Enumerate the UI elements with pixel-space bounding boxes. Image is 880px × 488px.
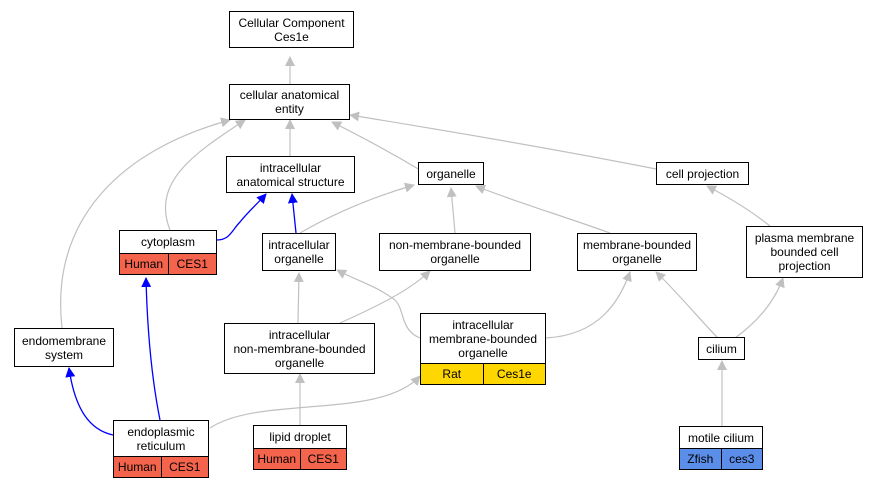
edge-cytoplasm-to-cae [164, 119, 246, 231]
node-cilium[interactable]: cilium [698, 337, 745, 360]
tag-species: Human [114, 457, 161, 477]
edge-cilium-to-pmbcp [734, 277, 785, 339]
node-non-membrane-bounded-organelle[interactable]: non-membrane-bounded organelle [379, 233, 531, 271]
tag-species: Zfish [680, 449, 721, 469]
node-label: organelle [426, 166, 476, 181]
node-intracellular-organelle[interactable]: intracellular organelle [262, 233, 336, 271]
node-cellular-anatomical-entity[interactable]: cellular anatomical entity [229, 84, 350, 120]
tag-species: Human [254, 449, 300, 469]
node-label: intracellular organelle [268, 238, 330, 266]
tag-species: Rat [421, 364, 483, 384]
node-label: cilium [706, 341, 737, 356]
node-label: endoplasmic reticulum [127, 424, 195, 453]
edge-organelle-to-cae [331, 121, 421, 171]
node-label: intracellular anatomical structure [236, 160, 345, 189]
node-motile-cilium[interactable]: motile cilium Zfish ces3 [679, 426, 763, 470]
tag-gene: CES1 [160, 457, 208, 477]
edge-cellproj-to-cae [349, 111, 657, 170]
edge-imbo-to-io [336, 269, 421, 339]
node-label: lipid droplet [269, 430, 331, 444]
node-intracellular-non-membrane-bounded-organelle[interactable]: intracellular non-membrane-bounded organ… [224, 323, 375, 374]
edge-cilium-to-mbo [655, 271, 719, 339]
node-label: cytoplasm [140, 235, 196, 249]
edge-inmbo-to-io [293, 272, 304, 324]
node-plasma-membrane-bounded-cell-projection[interactable]: plasma membrane bounded cell projection [746, 226, 863, 278]
node-label: intracellular membrane-bounded organelle [428, 317, 538, 360]
node-cytoplasm[interactable]: cytoplasm Human CES1 [119, 230, 217, 275]
tag-gene: Ces1e [482, 364, 545, 384]
annotation-tags: Rat Ces1e [421, 363, 545, 384]
tag-species: Human [120, 254, 168, 274]
node-lipid-droplet[interactable]: lipid droplet Human CES1 [253, 425, 347, 470]
edge-io-to-ias [287, 193, 298, 234]
edge-cytoplasm-to-ias [216, 193, 267, 241]
edge-er-to-cytoplasm [141, 277, 161, 421]
annotation-tags: Zfish ces3 [680, 448, 762, 469]
annotation-tags: Human CES1 [114, 456, 208, 477]
node-label: non-membrane-bounded organelle [388, 238, 522, 266]
node-endomembrane-system[interactable]: endomembrane system [14, 328, 114, 367]
tag-gene: CES1 [299, 449, 346, 469]
node-label: intracellular non-membrane-bounded organ… [233, 327, 366, 370]
tag-gene: CES1 [167, 254, 216, 274]
edge-imbo-to-mbo [545, 271, 632, 339]
node-cell-projection[interactable]: cell projection [656, 162, 749, 185]
node-label: endomembrane system [21, 333, 107, 362]
edge-pmbcp-to-cellproj [706, 185, 771, 227]
edge-er-to-endomem [65, 367, 114, 436]
node-label: cell projection [665, 166, 740, 181]
node-label: cellular anatomical entity [239, 88, 340, 116]
edge-io-to-organelle [299, 182, 415, 234]
node-endoplasmic-reticulum[interactable]: endoplasmic reticulum Human CES1 [113, 420, 209, 478]
annotation-tags: Human CES1 [254, 448, 346, 469]
node-label: membrane-bounded organelle [582, 238, 692, 266]
node-label: motile cilium [687, 430, 754, 445]
node-label: plasma membrane bounded cell projection [754, 231, 855, 273]
node-cellular-component-root[interactable]: Cellular Component Ces1e [229, 11, 354, 48]
edge-mbo-to-organelle [475, 184, 611, 234]
node-label: Cellular Component Ces1e [238, 15, 345, 44]
edge-inmbo-to-nmbo [339, 270, 431, 324]
edge-endomem-to-cae [60, 117, 231, 329]
edge-nmbo-to-organelle [446, 187, 457, 234]
node-organelle[interactable]: organelle [418, 162, 484, 185]
edge-er-to-imbo [209, 375, 421, 429]
node-membrane-bounded-organelle[interactable]: membrane-bounded organelle [577, 233, 697, 271]
node-intracellular-membrane-bounded-organelle[interactable]: intracellular membrane-bounded organelle… [420, 313, 546, 385]
annotation-tags: Human CES1 [120, 253, 216, 274]
node-intracellular-anatomical-structure[interactable]: intracellular anatomical structure [226, 156, 355, 193]
tag-gene: ces3 [720, 449, 762, 469]
